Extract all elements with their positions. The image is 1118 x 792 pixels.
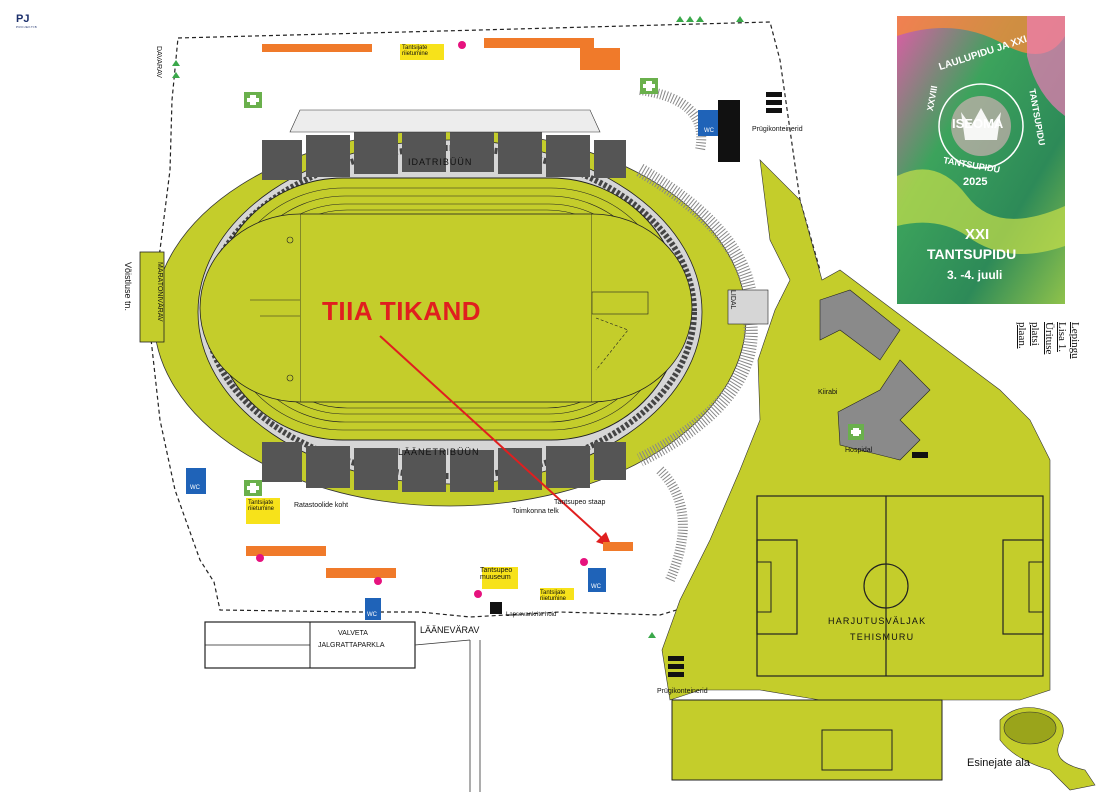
tantsijate-bottom-label: Tantsijate riietumine xyxy=(540,590,567,602)
bike-parking-label: JALGRATTAPARKLA xyxy=(318,642,385,649)
esinejate-ala-label: Esinejate ala xyxy=(967,757,1030,769)
poster-art xyxy=(897,16,1065,304)
side-note-line1: Lepingu Lisa 1. xyxy=(1055,322,1081,359)
vendor-row-bottom xyxy=(246,546,396,578)
maraton-gate xyxy=(139,251,165,343)
ratastool-label: Ratastoolide koht xyxy=(294,502,349,509)
valveta-label: VALVETA xyxy=(338,630,368,637)
practice-field xyxy=(756,495,1044,677)
festival-poster: LAULUPIDU JA XXI XXVIII TANTSUPIDU ISEOM… xyxy=(897,16,1065,304)
vendor-row-top xyxy=(262,38,620,70)
first-aid-icons xyxy=(244,78,658,496)
laane-gate-label: LÄÄNEVÄRAV xyxy=(420,625,480,635)
poster-tantsupidu: TANTSUPIDU xyxy=(927,246,1017,262)
practice-field-label: HARJUTUSVÄLJAK xyxy=(828,616,927,626)
street-label-voistluse: Võistluse tn. xyxy=(123,262,133,312)
company-logo-sub: PROJEKTIB xyxy=(16,25,38,29)
practice-field-surface: TEHISMURU xyxy=(850,632,915,642)
side-note-line2: Ürituse platsi plaan. xyxy=(1016,322,1055,355)
toimkonna-label: Toimkonna telk xyxy=(512,508,559,515)
garbage-containers xyxy=(490,92,928,677)
hospidal-label: Hospidal xyxy=(845,447,873,454)
wc-label-south: WC xyxy=(591,584,601,590)
wc-label-north: WC xyxy=(704,128,714,134)
staap-label: Tantsupeo staap xyxy=(554,499,606,506)
poster-center: ISEOMA xyxy=(952,116,1004,131)
prugi-top-label: Prügikonteinerid xyxy=(752,126,803,133)
tiia-tikand-arrow xyxy=(379,335,605,541)
lower-field xyxy=(671,699,943,781)
contract-side-note: Lepingu Lisa 1. Ürituse platsi plaan. xyxy=(1015,322,1081,359)
lapsevankrite-label: Lapsevankrite hoid xyxy=(506,612,557,618)
poster-year: 2025 xyxy=(963,176,988,188)
tantsijate-top-label: Tantsijate riietumine xyxy=(402,45,429,57)
tantsijate-left-label: Tantsijate riietumine xyxy=(248,500,275,512)
prugi-bottom-label: Prügikonteinerid xyxy=(657,688,708,695)
daviarav-gate-label: DAVARAV xyxy=(155,46,162,78)
muuseum-label: Tantsupeo muuseum xyxy=(480,567,513,581)
infield xyxy=(299,213,593,403)
maraton-gate-label: MARATONIVÄRAV xyxy=(156,262,163,322)
magenta-markers xyxy=(256,41,588,598)
north-stand-label: LIDAL xyxy=(729,290,736,310)
kiirabi-label: Kiirabi xyxy=(818,389,838,396)
east-stand-label: IDATRIBÜÜN xyxy=(408,157,473,167)
company-logo: PJ xyxy=(16,13,30,25)
wc-icons xyxy=(186,110,720,620)
map-title: TIIA TIKAND xyxy=(322,296,482,326)
yellow-tags xyxy=(246,44,574,600)
west-stand-label: LÄÄNETRIBÜÜN xyxy=(398,447,480,457)
gate-markers xyxy=(172,16,744,638)
east-stand-blocks xyxy=(262,130,626,180)
west-stand-blocks xyxy=(262,442,626,492)
wc-label-gate: WC xyxy=(367,612,377,618)
poster-xxi: XXI xyxy=(965,226,990,243)
poster-dates: 3. -4. juuli xyxy=(947,268,1003,282)
wc-label-west: WC xyxy=(190,485,200,491)
